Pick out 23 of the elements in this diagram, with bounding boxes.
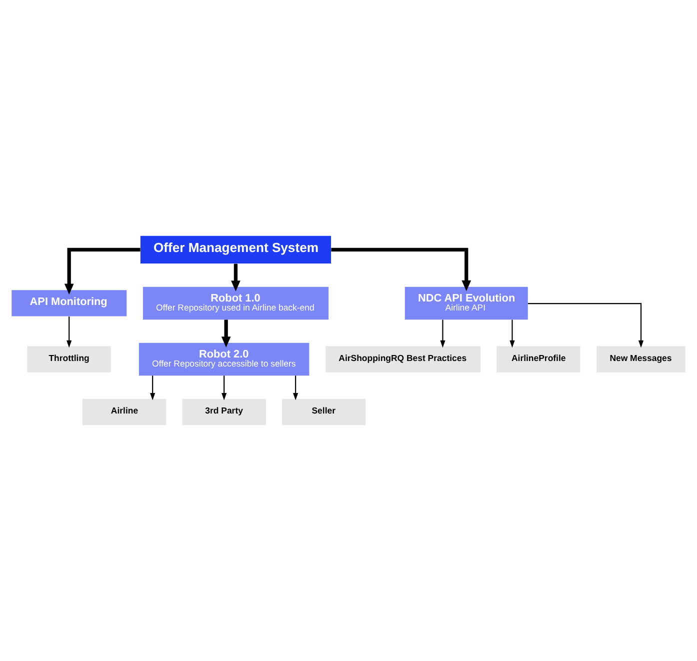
node-box: AirlineProfile: [496, 346, 580, 372]
arrow: [331, 248, 472, 292]
arrow: [66, 316, 72, 348]
node-box: API Monitoring: [12, 290, 127, 316]
arrow: [221, 320, 231, 348]
arrow: [293, 376, 298, 400]
node-box: 3rd Party: [182, 398, 266, 426]
arrow: [64, 248, 140, 295]
arrow: [231, 264, 240, 292]
node-box: Robot 2.0 Offer Repository accessible to sellers: [138, 342, 310, 376]
node-box: Seller: [282, 398, 366, 426]
arrow: [440, 320, 446, 348]
arrow: [150, 376, 156, 400]
node-box: Offer Management System: [140, 236, 332, 264]
node-box: New Messages: [596, 346, 686, 372]
node-box: Robot 1.0 Offer Repository used in Airline back-end: [142, 286, 328, 320]
node-box: AirShoppingRQ Best Practices: [326, 346, 481, 372]
arrow: [510, 320, 515, 348]
arrow: [222, 376, 227, 400]
node-box: NDC API Evolution Airline API: [404, 286, 528, 320]
node-box: Airline: [82, 398, 166, 426]
arrow: [528, 303, 644, 348]
node-box: Throttling: [27, 346, 111, 372]
